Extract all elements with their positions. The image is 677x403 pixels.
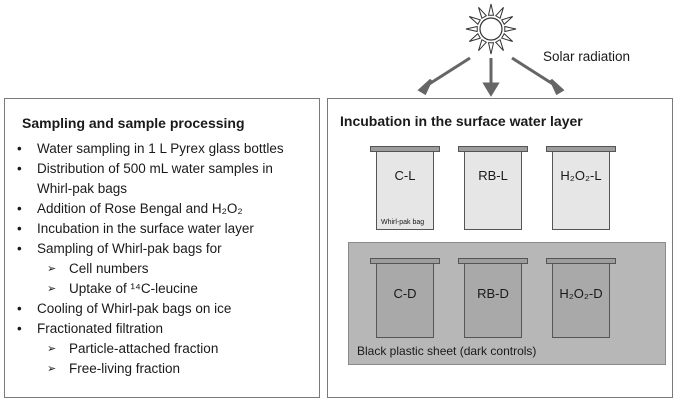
procedure-text: Sampling of Whirl-pak bags for (37, 241, 222, 256)
procedure-item: Whirl-pak bags (15, 179, 315, 199)
procedure-subitem: ➢ Particle-attached fraction (15, 339, 315, 359)
whirlpak-bag-rbl: RB-L (464, 151, 522, 230)
radiation-arrow (425, 56, 471, 88)
procedure-text: Water sampling in 1 L Pyrex glass bottle… (37, 141, 284, 156)
arrow-bullet-icon: ➢ (47, 363, 57, 375)
procedure-text: Particle-attached fraction (69, 341, 219, 356)
bullet-icon: • (17, 301, 22, 316)
procedure-text: Free-living fraction (69, 361, 181, 376)
procedure-item: • Water sampling in 1 L Pyrex glass bottl… (15, 139, 315, 159)
procedure-item: • Sampling of Whirl-pak bags for (15, 239, 315, 259)
arrow-bullet-icon: ➢ (47, 283, 57, 295)
procedure-text: Addition of Rose Bengal and H₂O₂ (37, 201, 243, 216)
whirlpak-bag-rbd: RB-D (464, 263, 522, 338)
whirlpak-bag-label: Whirl-pak bag (381, 219, 425, 226)
bullet-icon: • (17, 161, 22, 176)
sun-ray (478, 6, 488, 20)
bullet-icon: • (17, 141, 22, 156)
sun-ray (500, 16, 514, 26)
procedure-text: Incubation in the surface water layer (37, 221, 254, 236)
whirlpak-bag-h2o2l: H₂O₂-L (552, 151, 610, 230)
procedure-subitem: ➢ Free-living fraction (15, 359, 315, 379)
procedure-text: Whirl-pak bags (37, 181, 128, 196)
procedure-item: • Cooling of Whirl-pak bags on ice (15, 299, 315, 319)
whirlpak-bag-cd: C-D (376, 263, 434, 338)
procedure-text: Distribution of 500 mL water samples in (37, 161, 273, 176)
sampling-panel-title: Sampling and sample processing (22, 115, 245, 131)
bullet-icon: • (17, 241, 22, 256)
bag-label-rbd: RB-D (477, 286, 509, 301)
procedure-item: • Distribution of 500 mL water samples in (15, 159, 315, 179)
sun-ray (487, 42, 495, 55)
procedure-item: • Addition of Rose Bengal and H₂O₂ (15, 199, 315, 219)
radiation-arrow (511, 56, 557, 88)
procedure-subitem: ➢ Uptake of ¹⁴C-leucine (15, 279, 315, 299)
sun-ray (465, 25, 478, 33)
sun-ray (494, 6, 504, 20)
sun-ray (468, 32, 482, 42)
sun-ray (487, 3, 495, 16)
sun-ray (478, 38, 488, 52)
dark-sheet-label: Black plastic sheet (dark controls) (357, 344, 537, 358)
procedure-item: • Incubation in the surface water layer (15, 219, 315, 239)
procedure-text: Cell numbers (69, 261, 149, 276)
sampling-panel: Sampling and sample processing • Water sa… (4, 98, 320, 398)
procedure-text: Fractionated filtration (37, 321, 164, 336)
procedure-item: • Fractionated filtration (15, 319, 315, 339)
procedure-text: Cooling of Whirl-pak bags on ice (37, 301, 232, 316)
radiation-arrowhead (482, 82, 500, 97)
sun-ray (468, 16, 482, 26)
radiation-arrowhead (417, 78, 433, 96)
procedure-text: Uptake of ¹⁴C-leucine (69, 281, 198, 296)
bag-label-h2o2l: H₂O₂-L (560, 168, 602, 183)
bag-label-h2o2d: H₂O₂-D (559, 286, 603, 301)
bag-label-cd: C-D (393, 286, 417, 301)
whirlpak-bag-h2o2d: H₂O₂-D (552, 263, 610, 338)
bag-label-rbl: RB-L (478, 168, 508, 183)
radiation-arrowhead (549, 78, 565, 96)
procedure-subitem: ➢ Cell numbers (15, 259, 315, 279)
solar-radiation-label: Solar radiation (543, 49, 631, 64)
arrow-bullet-icon: ➢ (47, 343, 57, 355)
sun-ray (500, 32, 514, 42)
bullet-icon: • (17, 221, 22, 236)
arrow-bullet-icon: ➢ (47, 263, 57, 275)
bullet-icon: • (17, 321, 22, 336)
incubation-panel-title: Incubation in the surface water layer (340, 113, 583, 129)
sun-ray (504, 25, 517, 33)
sun-ray (494, 38, 504, 52)
bullet-icon: • (17, 201, 22, 216)
procedure-list: • Water sampling in 1 L Pyrex glass bottl… (15, 139, 315, 379)
bag-label-cl: C-L (394, 168, 416, 183)
sun-icon (417, 3, 565, 97)
whirlpak-bag-cl: C-L Whirl-pak bag (376, 151, 434, 230)
